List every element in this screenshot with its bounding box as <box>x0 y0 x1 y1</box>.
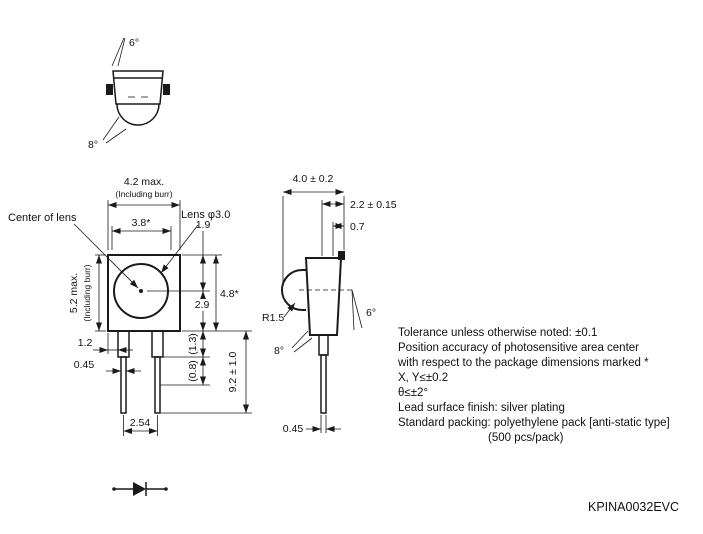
note-line-8: (500 pcs/pack) <box>488 432 564 444</box>
diode-triangle <box>133 482 146 496</box>
lens-label: Lens φ3.0 <box>181 209 230 221</box>
dim-body-height-ref: 4.8* <box>220 288 239 300</box>
side-view: 4.0 ± 0.2 2.2 ± 0.15 0.7 6° R1.5 8° 0.45 <box>262 173 397 435</box>
dim-lead-plane: 2.2 ± 0.15 <box>350 199 397 211</box>
dim-width-ref: 3.8* <box>132 217 151 229</box>
dim-lead-thickness: 0.45 <box>283 423 304 435</box>
dim-lead-shoulder: (1.3) <box>187 333 199 355</box>
dim-depth: 4.0 ± 0.2 <box>293 173 334 185</box>
dim-lead-pitch: 2.54 <box>130 417 151 429</box>
side-taper-angle: 6° <box>366 307 376 319</box>
note-line-1: Tolerance unless otherwise noted: ±0.1 <box>398 327 597 339</box>
front-body <box>107 254 181 332</box>
center-of-lens-label: Center of lens <box>8 212 77 224</box>
front-right-lead-shoulder <box>151 330 164 358</box>
side-base-angle: 8° <box>274 345 284 357</box>
front-right-lead <box>154 356 161 414</box>
note-line-4: X, Y≤±0.2 <box>398 372 448 384</box>
note-line-5: θ≤±2° <box>398 387 428 399</box>
side-lead-shoulder <box>318 334 329 356</box>
top-view-left-tab <box>106 84 113 95</box>
top-view-angle-top: 6° <box>129 37 139 49</box>
part-number: KPINA0032EVC <box>588 500 679 514</box>
dim-width-max: 4.2 max. <box>124 176 164 188</box>
side-lead <box>320 354 327 414</box>
top-view-lens-dome <box>116 103 160 126</box>
side-top-tab <box>338 251 345 260</box>
dim-lead-width: 0.45 <box>74 359 95 371</box>
dim-lens-radius: R1.5 <box>262 312 284 324</box>
dim-height-max-note: (Including burr) <box>82 264 92 321</box>
dim-lead-length: 9.2 ± 1.0 <box>227 351 239 392</box>
top-view-body <box>112 70 164 105</box>
dim-lens-center-from-top: 1.9 <box>196 219 211 231</box>
notes: Tolerance unless otherwise noted: ±0.1 P… <box>397 327 670 444</box>
front-view: Center of lens Lens φ3.0 4.2 max. (Inclu… <box>8 176 252 436</box>
dim-height-max: 5.2 max. <box>68 273 80 313</box>
top-view: 6° 8° <box>88 37 170 151</box>
schematic-symbol <box>112 482 168 496</box>
dim-lens-center-to-bottom: 2.9 <box>195 299 210 311</box>
note-line-2: Position accuracy of photosensitive area… <box>398 342 639 354</box>
front-left-lead <box>120 356 127 414</box>
note-line-6: Lead surface finish: silver plating <box>398 402 565 414</box>
dim-width-max-note: (Including burr) <box>115 189 172 199</box>
front-left-lead-shoulder <box>117 330 130 358</box>
dim-lead-taper: (0.8) <box>187 360 199 382</box>
top-view-angle-side: 8° <box>88 139 98 151</box>
dim-lead-inset: 1.2 <box>78 337 93 349</box>
dim-step: 0.7 <box>350 221 365 233</box>
lens-center-dot <box>139 289 143 293</box>
side-body <box>304 257 343 336</box>
top-view-right-tab <box>163 84 170 95</box>
note-line-7: Standard packing: polyethylene pack [ant… <box>398 417 670 429</box>
note-line-3: with respect to the package dimensions m… <box>397 357 649 369</box>
